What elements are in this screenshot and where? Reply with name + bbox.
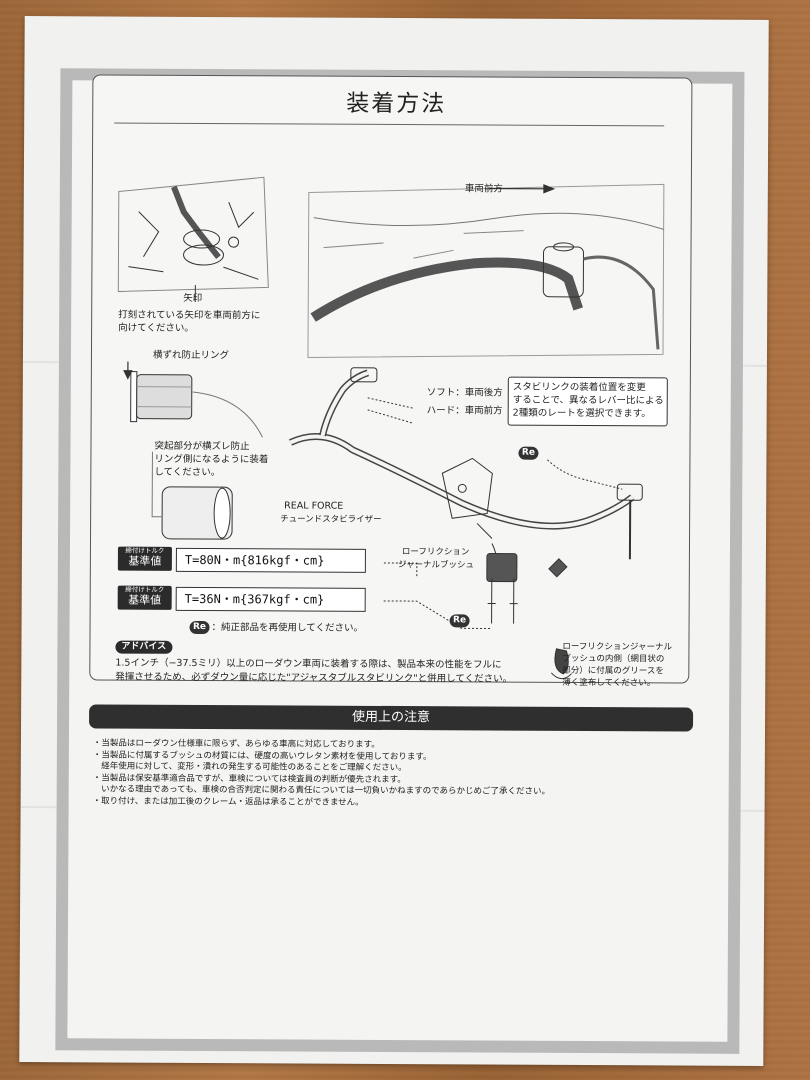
- grease-note-line: 薄く塗布してください。: [562, 677, 656, 689]
- arrow-mark-note-line: 向けてください。: [118, 322, 194, 334]
- product-subtitle: チューンドスタビライザー: [280, 514, 382, 525]
- link-note-line: 2種類のレートを選択できます。: [512, 407, 651, 420]
- bushing-note-line: リング側になるように装着: [154, 453, 269, 466]
- notes-list: ・当製品はローダウン仕様車に限らず、あらゆる車高に対応しております。 ・当製品に…: [93, 738, 551, 809]
- anti-slip-ring-label: 横ずれ防止リング: [152, 349, 230, 362]
- product-name: REAL FORCE: [284, 500, 344, 512]
- arrow-mark-note-line: 打刻されている矢印を車両前方に: [118, 309, 261, 322]
- forward-label: 車両前方: [464, 183, 503, 195]
- soft-position-label: ソフト：車両後方: [426, 387, 503, 399]
- instruction-sheet: 装着方法: [19, 16, 769, 1066]
- torque-tag-main: 基準値: [128, 593, 162, 607]
- advice-line: 発揮させるため、必ずダウン量に応じた"アジャスタブルスタビリンク"と併用してくだ…: [115, 671, 513, 685]
- installation-illustration: [117, 176, 665, 680]
- hard-position-label: ハード：車両前方: [426, 405, 503, 417]
- torque-value: T=36N・m{367kgf・cm}: [175, 586, 366, 612]
- reuse-badge: Re: [449, 614, 470, 628]
- notes-heading: 使用上の注意: [89, 704, 694, 732]
- advice-line: 1.5インチ（−37.5ミリ）以上のローダウン車両に装着する際は、製品本来の性能…: [115, 657, 502, 671]
- link-note-line: することで、異なるレバー比による: [512, 394, 664, 407]
- reuse-note: ：純正部品を再使用してください。: [211, 622, 364, 634]
- reuse-badge: Re: [189, 620, 210, 635]
- torque-tag: 締付けトルク 基準値: [117, 585, 172, 610]
- bushing-note-line: してください。: [154, 466, 221, 479]
- journal-bushing-label: ローフリクション: [401, 547, 470, 558]
- note-line: ・取り付け、または加工後のクレーム・返品は承ることができません。: [92, 795, 364, 808]
- bushing-note-line: 突起部分が横ズレ防止: [154, 440, 250, 453]
- torque-tag: 締付けトルク 基準値: [117, 546, 172, 571]
- arrow-mark-label: 矢印: [183, 292, 203, 304]
- torque-value: T=80N・m{816kgf・cm}: [175, 547, 366, 573]
- reuse-badge: Re: [518, 446, 539, 460]
- journal-bushing-label: ジャーナルブッシュ: [397, 560, 474, 571]
- link-note-line: スタビリンクの装着位置を変更: [512, 381, 646, 394]
- torque-tag-main: 基準値: [128, 554, 162, 568]
- advice-tag: アドバイス: [115, 640, 173, 654]
